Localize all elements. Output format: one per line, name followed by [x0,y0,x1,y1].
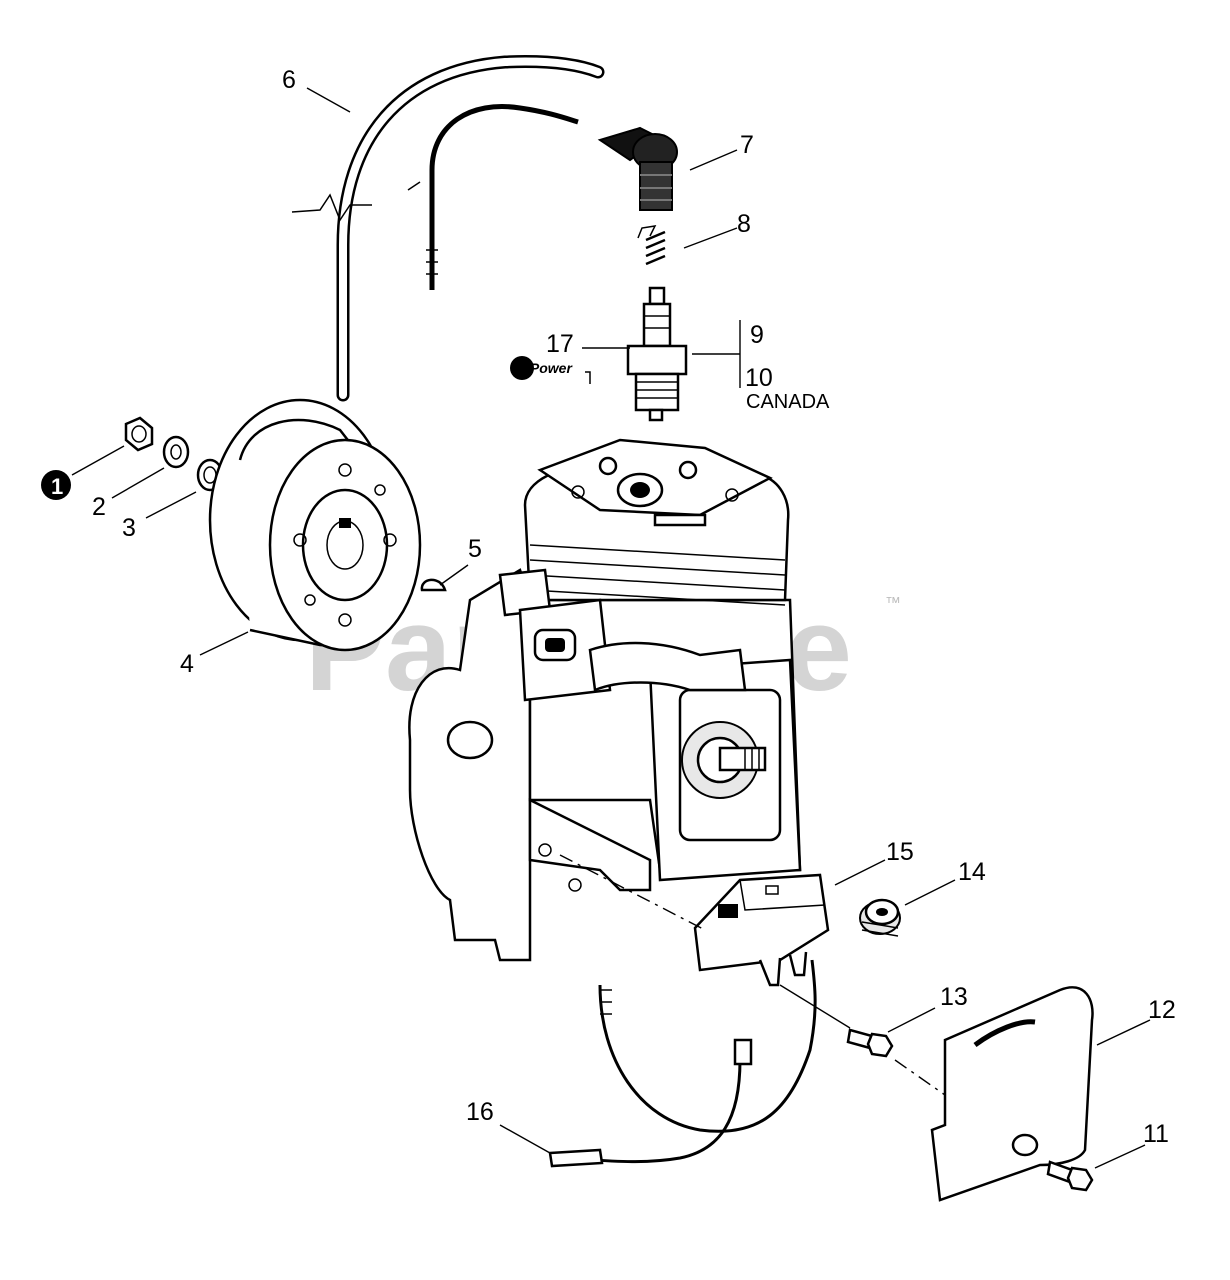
part-15-ignition-coil [693,873,830,987]
part-6-fuel-line [291,55,605,402]
engine-block [408,438,802,962]
callout-12: 12 [1148,996,1176,1024]
note-canada: CANADA [746,391,830,413]
callout-6: 6 [282,66,296,94]
callout-1-badge [41,470,71,500]
part-4-flywheel [208,398,422,652]
part-7-plug-boot [597,126,678,211]
part-14-grommet [859,898,901,937]
callout-17: 17 [546,330,574,358]
callout-7: 7 [740,131,754,159]
part-9-spark-plug [626,286,688,422]
callout-4: 4 [180,650,194,678]
callout-8: 8 [737,210,751,238]
part-13-bolt [846,1028,894,1058]
part-12-cover [930,986,1094,1202]
part-16-ground-wire [548,959,817,1168]
repower-logo: RePower [510,356,591,384]
callout-13: 13 [940,983,968,1011]
part-5-key [420,578,447,592]
part-8-spring [637,225,666,266]
callout-10: 10 [745,364,773,392]
leader-lines [71,87,1151,1169]
callout-1: 1 [51,474,63,499]
svg-text:RePower: RePower [512,360,573,376]
callout-2: 2 [92,493,106,521]
part-2-washer [162,435,190,469]
callout-16: 16 [466,1098,494,1126]
callout-3: 3 [122,514,136,542]
callout-15: 15 [886,838,914,866]
part-11-bolt [1046,1160,1094,1192]
callout-14: 14 [958,858,986,886]
callout-11: 11 [1143,1120,1169,1148]
part-1-nut [124,416,154,452]
part-6-ignition-wire [407,104,579,290]
watermark-trademark: ™ [885,595,901,612]
callout-9: 9 [750,321,764,349]
callout-5: 5 [468,535,482,563]
